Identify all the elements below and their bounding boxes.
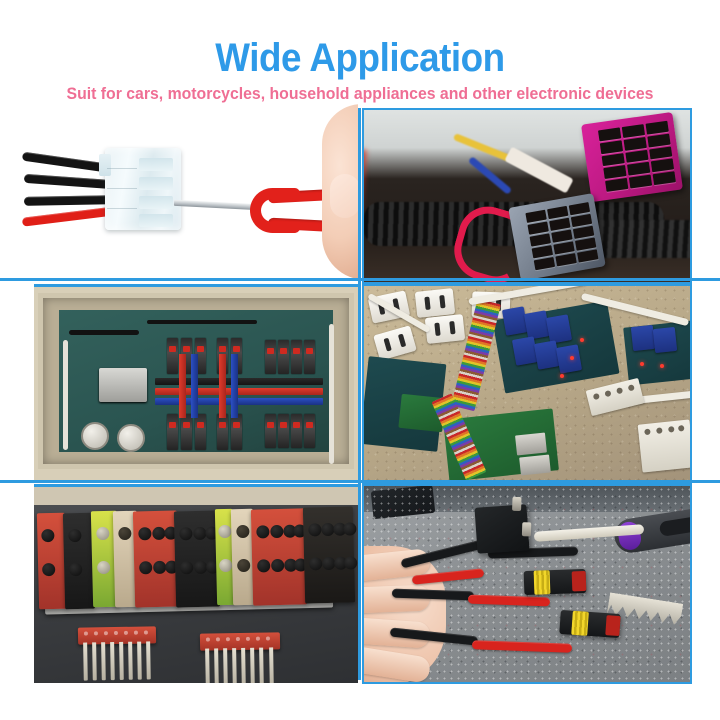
panel-3-breaker-panel <box>34 284 358 483</box>
jumper-comb <box>199 632 281 683</box>
grey-iso-connector <box>508 193 606 281</box>
usb-port <box>515 432 547 456</box>
page-title: Wide Application <box>215 36 505 80</box>
black-terminal-block <box>302 506 358 604</box>
panel-4-photo <box>364 286 690 482</box>
thumbnail <box>330 174 358 218</box>
black-wire <box>23 195 115 206</box>
backplate <box>59 310 334 464</box>
waterproof-connector <box>559 609 621 639</box>
panel-5-photo <box>34 487 358 683</box>
main-breaker <box>99 368 147 402</box>
red-wire <box>21 206 117 227</box>
molex-connector <box>99 148 181 230</box>
timer-dial <box>81 422 109 450</box>
panel-6-waterproof-connectors <box>362 484 692 684</box>
timer-dial <box>117 424 145 452</box>
enclosure <box>38 293 354 469</box>
panel-5-terminal-blocks <box>34 484 358 683</box>
waterproof-connector <box>523 568 587 596</box>
black-terminal-block <box>173 510 221 608</box>
extractor-blade <box>173 199 259 211</box>
red-terminal-block <box>250 508 308 606</box>
terminal-strip <box>637 419 690 473</box>
red-terminal-block <box>132 510 180 608</box>
panel-grid <box>0 104 720 684</box>
panel-3-photo <box>34 287 358 483</box>
panel-1-extractor-tool <box>0 104 358 280</box>
relay-fuse-holder <box>474 496 532 554</box>
red-extractor-handle <box>250 187 358 234</box>
panel-2-car-harness <box>362 108 692 284</box>
divider-vertical <box>358 108 361 680</box>
electrical-outlet <box>414 288 456 318</box>
panel-4-raspberry-pi-relays <box>362 284 692 484</box>
electrical-outlet <box>424 314 466 344</box>
jumper-comb <box>77 626 157 681</box>
panel-6-photo <box>364 486 690 682</box>
header: Wide Application Suit for cars, motorcyc… <box>0 0 720 104</box>
magenta-iso-connector <box>581 111 683 203</box>
page-subtitle: Suit for cars, motorcycles, household ap… <box>66 84 654 103</box>
black-wire <box>23 173 115 190</box>
usb-port <box>519 454 551 476</box>
panel-1-photo <box>0 104 358 280</box>
panel-2-photo <box>364 110 690 282</box>
